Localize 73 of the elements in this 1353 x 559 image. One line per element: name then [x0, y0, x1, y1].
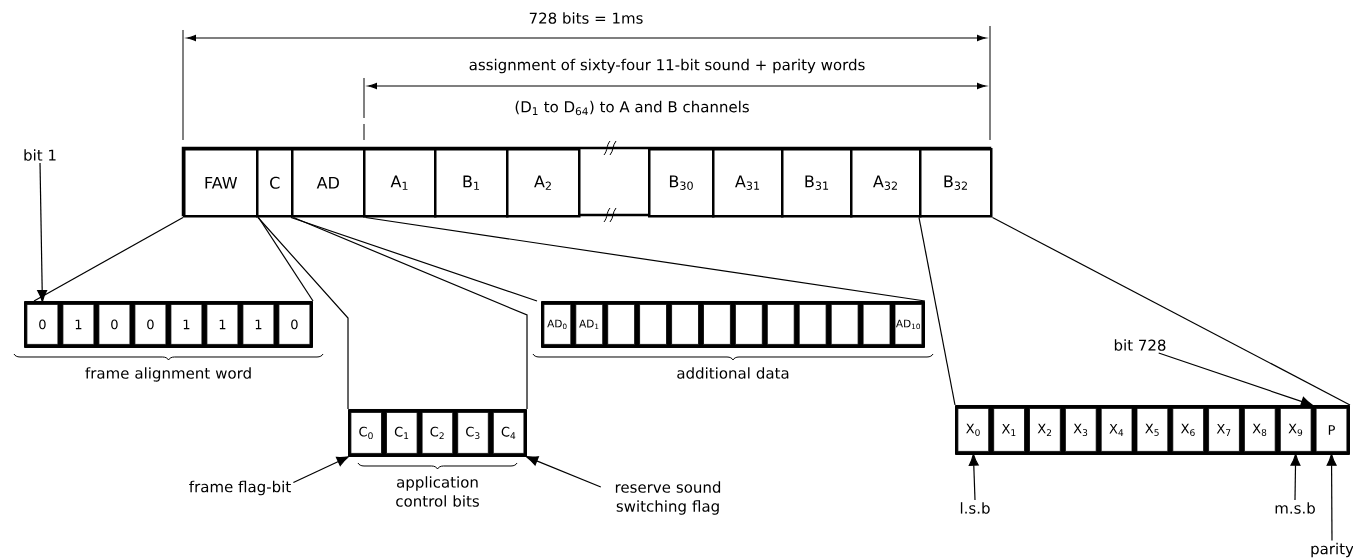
bit-cell: 0 [278, 304, 311, 345]
bit-cell: X$_{1}$ [993, 408, 1025, 452]
bit-cell: 1 [62, 304, 95, 345]
arrow [525, 456, 602, 488]
bit-cell: C$_{0}$ [350, 412, 382, 454]
bit-cell: X$_{9}$ [1279, 408, 1312, 452]
bit-cell: 1 [242, 304, 275, 345]
annotation-text: bit 728 [1114, 339, 1166, 351]
arrow [1158, 352, 1314, 407]
annotation-text: frame flag-bit [189, 480, 291, 496]
annotation-text: parity [1311, 542, 1353, 558]
dimension-label: 728 bits = 1ms [529, 12, 643, 24]
bit-cell: X$_{4}$ [1100, 408, 1133, 452]
frame-cell: A$_{32}$ [850, 148, 922, 218]
bit-cell: X$_{8}$ [1244, 408, 1276, 452]
connector-line [918, 216, 956, 406]
bit-cell: 0 [26, 304, 59, 345]
frame-cell: C [256, 148, 294, 218]
bit-cell: X$_{6}$ [1172, 408, 1204, 452]
bit-cell: 0 [98, 304, 131, 345]
frame-cell: B$_{32}$ [919, 148, 993, 218]
bit-cell: X$_{3}$ [1065, 408, 1097, 452]
bit-cell: AD$_{0}$ [543, 304, 572, 345]
frame-cell: A$_{2}$ [506, 148, 581, 218]
arrow [37, 162, 48, 303]
bit-cell [766, 304, 795, 345]
bit-cell: X$_{7}$ [1208, 408, 1240, 452]
bit-cell [798, 304, 827, 345]
bit-cell: X$_{2}$ [1029, 408, 1061, 452]
bit-cell: 1 [170, 304, 203, 345]
bit-cell: C$_{4}$ [492, 412, 525, 454]
connector-line [33, 216, 184, 302]
bit-cell: AD$_{1}$ [575, 304, 604, 345]
bit-cell: 1 [206, 304, 239, 345]
connector-line [292, 216, 528, 410]
bit-cell: C$_{3}$ [457, 412, 489, 454]
connector-line [364, 216, 926, 302]
arrow [1326, 453, 1337, 542]
bit-cell [735, 304, 763, 345]
frame-cell: AD [291, 148, 366, 218]
bit-cell [830, 304, 859, 345]
bit-cell: C$_{1}$ [386, 412, 418, 454]
bit-cell: 0 [134, 304, 167, 345]
bit-cell: X$_{0}$ [957, 408, 990, 452]
bit-cell [639, 304, 667, 345]
bit-cell [703, 304, 731, 345]
arrow [1290, 453, 1301, 501]
annotation-text: bit 1 [24, 149, 56, 161]
frame-cell: B$_{30}$ [648, 148, 715, 218]
connector-line [290, 216, 538, 302]
arrow [292, 456, 349, 484]
annotation-text: m.s.b [1275, 502, 1315, 514]
bit-cell [862, 304, 891, 345]
frame-cell: B$_{31}$ [781, 148, 853, 218]
annotation-text: l.s.b [960, 502, 990, 514]
annotation-text: reserve sound switching flag [615, 481, 721, 515]
dimension-label: (D$_{1}$ to D$_{64}$) to A and B channels [515, 100, 749, 116]
connector-line [257, 216, 349, 410]
arrow [968, 453, 979, 501]
bit-cell: C$_{2}$ [421, 412, 454, 454]
connector-line [991, 216, 1351, 406]
frame-cell: A$_{1}$ [363, 148, 437, 218]
frame-cell: A$_{31}$ [712, 148, 784, 218]
bit-cell [607, 304, 635, 345]
bit-cell: P [1315, 408, 1348, 452]
brace-label: additional data [677, 367, 789, 379]
frame-cell: B$_{1}$ [434, 148, 509, 218]
bit-cell: X$_{5}$ [1136, 408, 1169, 452]
bit-cell: AD$_{10}$ [894, 304, 923, 345]
brace-label: application control bits [396, 476, 479, 507]
dimension-label: assignment of sixty-four 11-bit sound + parity words [469, 58, 865, 74]
brace-label: frame alignment word [85, 367, 251, 382]
bit-cell [671, 304, 699, 345]
